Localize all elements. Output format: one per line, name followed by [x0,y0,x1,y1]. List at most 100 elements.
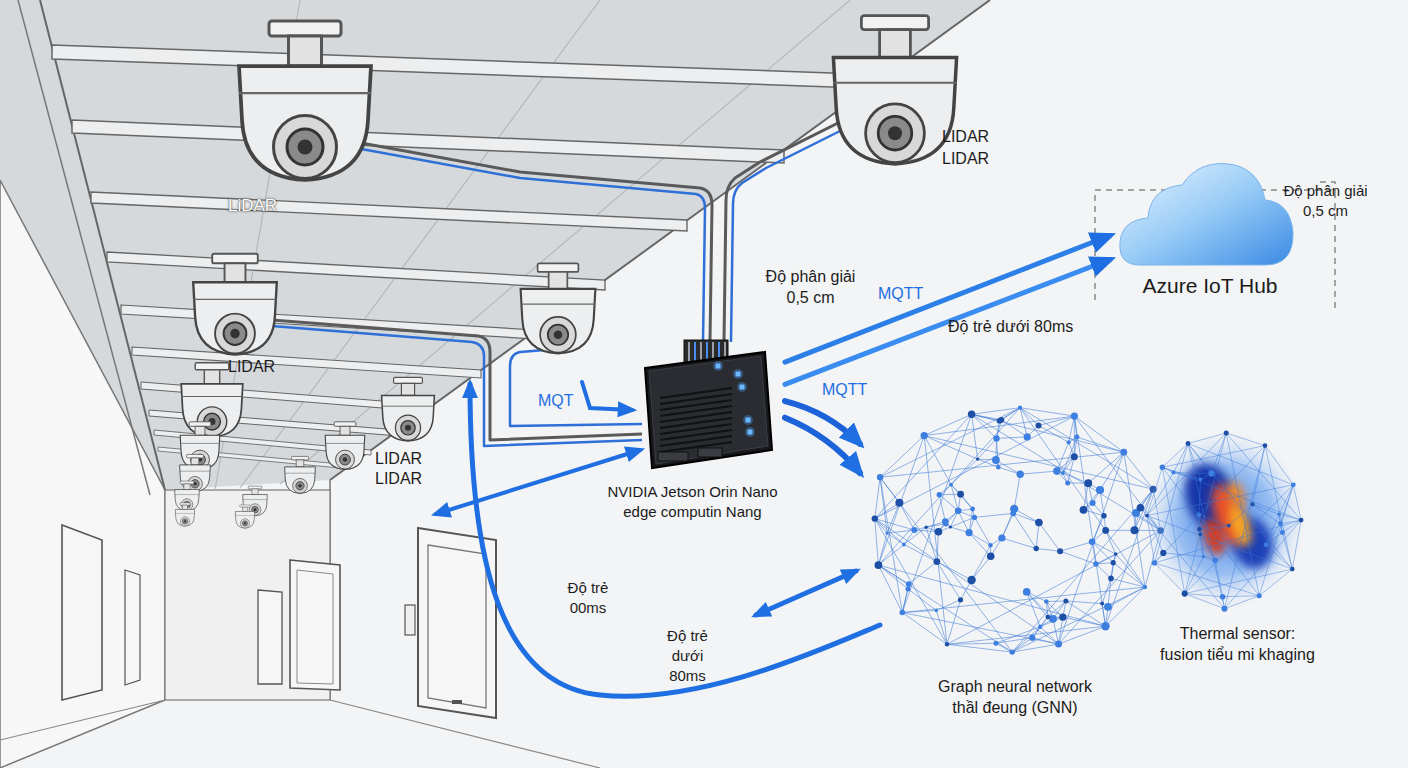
network-link [972,414,1124,452]
network-node [1202,555,1205,558]
annotation-label: LIDAR [375,448,422,469]
network-link [875,519,879,566]
network-link [1002,538,1036,549]
network-link [1027,592,1053,619]
network-link [937,562,961,600]
cloud-service: Azure IoT Hub [1110,150,1310,300]
network-link [1092,542,1116,554]
network-link [996,643,1012,652]
network-link [1013,513,1039,522]
network-link [875,414,972,518]
network-link [1292,520,1301,569]
network-link [1108,587,1145,607]
lidar-sensor [235,505,254,528]
network-link [947,643,996,644]
network-node [1065,480,1070,485]
status-led [736,372,741,377]
annotation-label: LiDAR [228,195,277,217]
network-link [936,600,960,611]
led-glow [713,361,723,371]
cable [724,112,860,342]
sensor-cables [272,112,866,446]
network-node [1038,625,1042,629]
node-text: Thermal sensor: fusion tiểu mi khaging [1159,623,1317,665]
network-node [1290,567,1295,572]
network-link [880,477,1012,652]
network-node [1053,467,1061,475]
network-node [906,586,911,591]
network-node [968,411,975,418]
network-link [969,533,991,557]
network-link [875,519,915,531]
network-link [1279,485,1293,514]
network-node [1160,465,1165,470]
network-link [1020,408,1153,490]
network-link [1185,433,1227,594]
network-link [1014,474,1020,509]
annotation-label: Độ phân giải 0,5 cm [1278,181,1373,221]
network-node [1101,513,1106,518]
network-link [878,533,887,565]
lidar-sensor [193,254,277,355]
network-link [1066,601,1106,626]
flow-arrow [785,401,860,444]
network-node [924,526,927,529]
network-node [875,561,883,569]
network-link [908,589,936,611]
network-link [1059,617,1063,644]
network-node [1071,453,1078,460]
network-link [1124,452,1153,489]
network-node [1197,527,1202,532]
lidar-sensor [521,263,596,353]
network-node [1111,560,1116,565]
network-link [1020,471,1057,474]
network-link [937,562,972,580]
network-node [937,492,942,497]
network-node [1171,470,1175,474]
network-link [1225,446,1266,609]
network-node [1104,603,1112,611]
network-link [1100,452,1124,490]
network-link [1084,483,1089,510]
network-link [1108,578,1111,606]
network-node [1182,591,1188,597]
network-node [1049,615,1057,623]
network-link [887,533,904,544]
network-node [1186,441,1191,446]
network-link [880,408,1020,478]
connector-pin [700,342,702,362]
network-link [1088,452,1124,483]
network-link [972,414,978,459]
network-link [887,530,914,533]
cable [510,350,642,426]
ceiling-beam [132,347,481,378]
network-link [875,477,880,518]
network-link [972,408,1020,415]
graph-network [872,406,1164,655]
network-node [1199,533,1203,537]
network-link [939,495,945,522]
edge-label: Độ trẻ dưới 80ms [948,316,1073,337]
network-link [951,485,973,509]
network-link [880,436,924,478]
flow-arrow [785,418,860,473]
network-link [1036,523,1039,549]
network-link [996,460,1020,474]
network-link [1074,416,1123,452]
network-node [1044,599,1049,604]
network-link [1147,473,1174,516]
network-node [1227,524,1231,528]
network-node [1224,431,1229,436]
network-node [933,558,940,565]
port [698,448,722,457]
network-link [1060,542,1092,551]
network-link [996,638,1032,643]
network-link [1046,601,1066,603]
annotation-label: Độ phân giải 0,5 cm [758,266,863,308]
network-node [911,527,917,533]
network-node [1131,526,1139,534]
thermal-glow [1143,430,1307,610]
network-node [1250,502,1254,506]
annotation-label: LIDAR [228,356,275,377]
